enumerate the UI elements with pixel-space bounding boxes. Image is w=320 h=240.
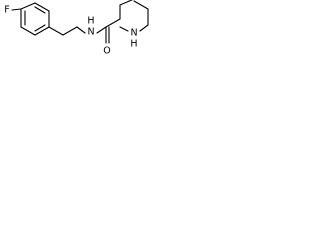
- bond-c-f: [11, 8, 22, 11]
- bond: [20, 26, 36, 36]
- bond: [119, 0, 134, 6]
- fluorine-label: F: [4, 5, 9, 16]
- bond: [34, 26, 50, 36]
- ring-hydrogen-label: H: [130, 39, 137, 50]
- molecule-structure: F N H O N H: [4, 0, 149, 57]
- bond-ch2-c: [62, 26, 78, 36]
- benzene-ring: [20, 2, 50, 36]
- carbonyl-oxygen-label: O: [103, 46, 110, 57]
- amide-nitrogen-label: N: [87, 27, 94, 38]
- bond-ring-ch2: [48, 26, 64, 36]
- bond: [119, 26, 129, 32]
- double-bond-inner: [34, 6, 46, 14]
- bond-nh-carbonyl: [96, 26, 107, 34]
- bond-carbonyl-c2: [105, 18, 121, 28]
- ring-nitrogen-label: N: [130, 28, 137, 39]
- amide-hydrogen-label: H: [87, 16, 94, 27]
- bond-c-nh: [76, 26, 86, 34]
- double-bond-inner: [34, 24, 46, 32]
- piperidine-ring: [119, 0, 149, 32]
- bond: [139, 24, 149, 32]
- bond: [133, 0, 149, 10]
- bond: [20, 2, 36, 10]
- bond: [34, 2, 50, 12]
